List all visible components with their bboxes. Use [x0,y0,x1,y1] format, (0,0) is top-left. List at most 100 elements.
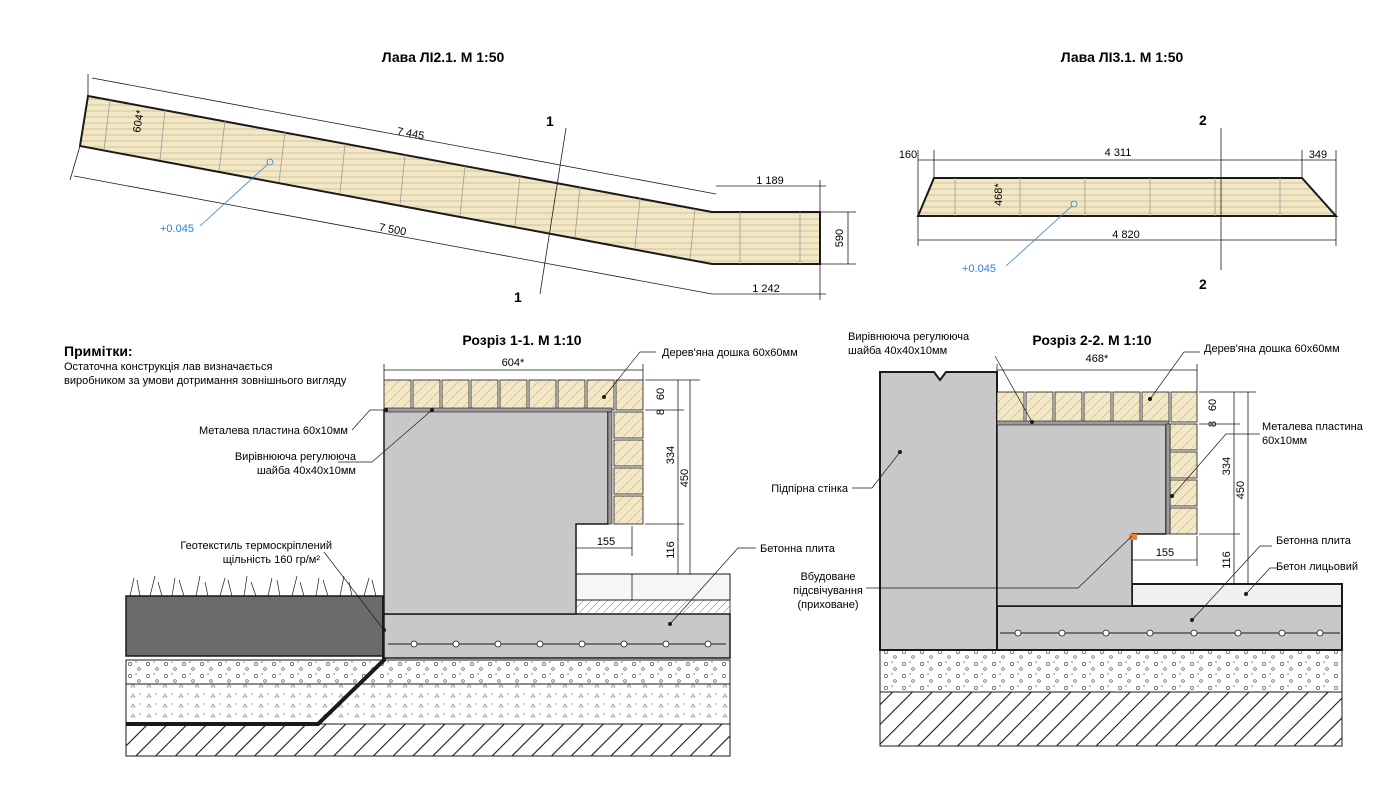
bench-l3-level-leader [1005,205,1073,267]
section-2-metal-plate [996,420,1170,426]
section-2-slab-label: Бетонна плита [1276,535,1352,547]
bench-l3-width-dim: 468* [993,183,1005,206]
section-2-rebars [1014,629,1324,637]
section-2-light-label-2: підсвічування [793,585,863,597]
notes-line-1: Остаточна конструкція лав визначається [64,361,272,373]
section-1-dim-334: 334 [665,446,677,464]
section-1-rebars [410,640,712,648]
section-1-slab-bed [575,599,731,615]
section-2-dim-450: 450 [1235,481,1247,499]
bench-l3-bottom-length-dim: 4 820 [1112,229,1140,241]
section-2-side-plate [1165,423,1171,535]
section-1-washer-label-2: шайба 40х40х10мм [257,465,356,477]
section-2-width-dim: 468* [1086,353,1109,365]
bench-l3-right-dim: 349 [1309,149,1327,161]
bench-l3-top-length-dim: 4 311 [1105,147,1132,159]
section-1-washer-label-1: Вирівнююча регулююча [235,451,357,463]
bench-l3-supports [954,178,1281,216]
section-2-gravel-layer [879,649,1343,693]
section-1-leader-dots [382,395,672,632]
section-1: Розріз 1-1. М 1:10 [125,332,836,757]
bench-l2-title: Лава ЛІ2.1. М 1:50 [382,49,505,65]
section-1-sand-layer [125,683,731,725]
section-1-paving-slab [575,573,731,601]
section-1-width-dim: 604* [502,357,525,369]
section-1-dim-60: 60 [655,388,667,400]
section-1-board-label: Дерев'яна дошка 60х60мм [662,347,798,359]
section-1-grass [129,575,377,597]
section-2-facing-concrete [1131,583,1343,607]
bench-l2-plan: 604* 7 445 7 500 1 189 1 242 590 +0.045 … [69,74,856,305]
section-1-dim-8: 8 [655,409,667,415]
section-2-top-boards [996,391,1198,423]
section-2-dim-116: 116 [1221,551,1233,569]
bench-l3-level-point [1070,200,1078,208]
bench-l2-level-point [266,158,274,166]
section-2-dim-8: 8 [1207,421,1219,427]
section-1-geotextile-label-2: щільність 160 гр/м² [223,554,321,566]
section-1-subsoil [125,723,731,757]
section-2-washer-label-2: шайба 40х40х10мм [848,345,947,357]
section-2-wall-label: Підпірна стінка [771,483,849,495]
section-1-dim-155: 155 [597,536,615,548]
section-2-light-label-3: (приховане) [797,599,858,611]
section-1-bench-core [383,409,609,615]
bench-l2-top-length-dim: 7 445 [396,126,425,143]
bench-l3-body [916,177,1339,217]
bench-l2-level: +0.045 [160,223,194,235]
section-1-soil-block [125,595,385,657]
section-1-metal-plate [383,407,613,413]
cut-mark-2-bottom: 2 [1199,276,1207,292]
bench-l3-title: Лава ЛІ3.1. М 1:50 [1061,49,1184,65]
bench-l2-width-dim: 604* [131,108,147,133]
section-2-board-label: Дерев'яна дошка 60х60мм [1204,343,1340,355]
section-1-plate-label: Металева пластина 60х10мм [199,425,348,437]
bench-l2-supports [103,99,801,264]
section-1-gravel-layer [125,659,731,685]
section-2-facing-label: Бетон лицьовий [1276,561,1358,573]
section-1-concrete-base [383,613,731,659]
cut-mark-1-top: 1 [546,113,554,129]
bench-l2-end-height-dim: 590 [834,229,846,247]
section-1-side-plate [607,411,613,525]
section-2-dim-334: 334 [1221,457,1233,475]
bench-l2-bottom-length-dim: 7 500 [378,222,407,239]
section-2-light-strip [1129,534,1137,540]
section-2-leaders [852,351,1278,621]
section-2-leader-dots [898,397,1248,622]
notes-heading: Примітки: [64,343,133,359]
section-1-dim-450: 450 [679,469,691,487]
section-2-dim-155: 155 [1156,547,1174,559]
bench-l3-dimension-lines [917,128,1337,270]
notes: Примітки: Остаточна конструкція лав визн… [64,343,347,387]
cut-mark-2-top: 2 [1199,112,1207,128]
section-1-side-boards [613,411,644,525]
section-2-retaining-wall [879,371,998,651]
cut-mark-1-bottom: 1 [514,289,522,305]
bench-l2-body [78,94,821,265]
section-2-concrete-base [996,605,1343,651]
section-1-leaders [323,351,756,631]
section-2-dimension-lines [996,364,1256,585]
bench-l2-end-bottom-dim: 1 242 [752,283,780,295]
section-1-dim-116: 116 [665,541,677,559]
section-2-dim-60: 60 [1207,399,1219,411]
section-1-top-boards [383,379,644,411]
section-2-title: Розріз 2-2. М 1:10 [1032,332,1151,348]
section-1-geotextile-label-1: Геотекстиль термоскріплений [180,540,332,552]
section-2: Розріз 2-2. М 1:10 [771,331,1364,747]
bench-l2-level-leader [199,163,269,227]
section-1-slab-label: Бетонна плита [760,543,836,555]
section-2-light-label-1: Вбудоване [800,571,855,583]
section-2-plate-label-2: 60х10мм [1262,435,1307,447]
section-2-side-boards [1169,423,1198,535]
section-2-plate-label-1: Металева пластина [1262,421,1364,433]
section-1-dimension-lines [383,364,700,575]
bench-l3-plan: 160 4 311 349 468* 4 820 +0.045 2 2 [899,112,1339,292]
bench-l2-end-top-dim: 1 189 [756,175,784,187]
bench-l3-level: +0.045 [962,263,996,275]
notes-line-2: виробником за умови дотримання зовнішньо… [64,375,347,387]
section-2-washer-label-1: Вирівнююча регулююча [848,331,970,343]
bench-l2-dimension-lines [69,74,856,300]
